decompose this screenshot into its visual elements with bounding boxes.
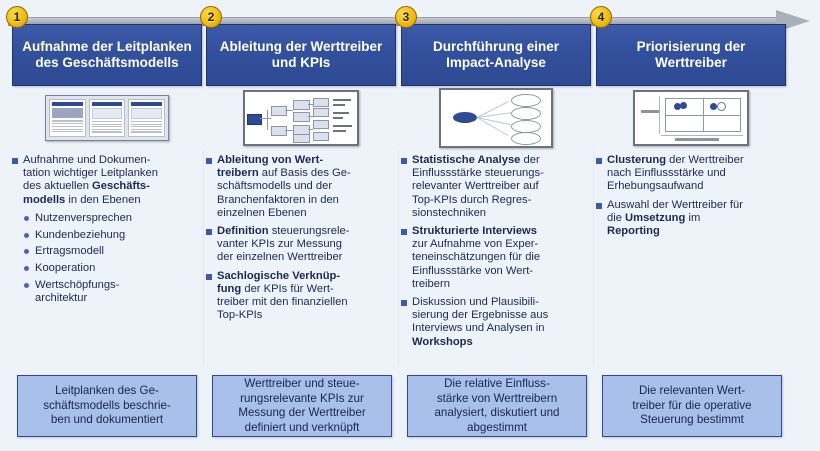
bullet-item: Diskussion und Plausibili-sierung der Er…: [401, 296, 591, 349]
bullet-square-icon: [206, 273, 212, 280]
phase-result-4[interactable]: Die relevanten Wert-treiber für die oper…: [602, 375, 782, 437]
bullet-square-icon: [12, 158, 18, 164]
sub-bullet-item: Kundenbeziehung: [24, 229, 202, 242]
matrix-portfolio-thumbnail: [633, 90, 749, 146]
thumb-card: [128, 99, 166, 137]
bullet-square-icon: [401, 229, 407, 236]
step-number-1[interactable]: 1: [6, 6, 28, 28]
phase-result-2[interactable]: Werttreiber und steue-rungsrelevante KPI…: [212, 375, 392, 437]
phase-column-1: Aufnahme der Leitplanken des Geschäftsmo…: [12, 24, 202, 309]
result-text: Leitplanken des Ge-schäftsmodells beschr…: [43, 384, 171, 427]
result-text: Die relative Einfluss-stärke von Werttre…: [434, 377, 560, 434]
hub-and-spoke-thumbnail: [439, 88, 553, 148]
sub-bullet-item: Nutzenversprechen: [24, 212, 202, 225]
phase-thumbnail-1: [12, 86, 202, 150]
bullet-item: Ableitung von Wert-treibern auf Basis de…: [206, 154, 396, 220]
bullet-square-icon: [596, 202, 602, 209]
column-divider-3: [593, 150, 594, 365]
phase-result-1[interactable]: Leitplanken des Ge-schäftsmodells beschr…: [17, 375, 197, 437]
sub-bullet-text: Ertragsmodell: [35, 245, 105, 258]
bullet-square-icon: [401, 300, 407, 307]
bullet-dot-icon: [24, 265, 29, 271]
thumb-card: [49, 99, 86, 137]
thumb-card: [88, 99, 126, 137]
bullet-text: Diskussion und Plausibili-sierung der Er…: [412, 296, 549, 348]
phase-thumbnail-4: [596, 86, 786, 150]
result-text: Werttreiber und steue-rungsrelevante KPI…: [238, 377, 366, 434]
step-number-4[interactable]: 4: [590, 6, 612, 28]
bullet-dot-icon: [24, 282, 29, 288]
tree-diagram-thumbnail: [243, 90, 359, 146]
satellite-node: [511, 94, 541, 107]
phase-thumbnail-3: [401, 86, 591, 150]
bullet-dot-icon: [24, 232, 29, 238]
bullet-text: Sachlogische Verknüp-fung der KPIs für W…: [217, 269, 348, 322]
bullet-square-icon: [401, 158, 407, 164]
step-number-3[interactable]: 3: [395, 6, 417, 28]
phase-column-4: Priorisierung der Werttreiber Cluste: [596, 24, 786, 243]
phase-column-3: Durchführung einer Impact-Analyse Statis…: [401, 24, 591, 354]
bullet-text: Aufnahme und Dokumen-tation wichtiger Le…: [23, 154, 158, 206]
step-number-2[interactable]: 2: [200, 6, 222, 28]
column-divider-2: [398, 150, 399, 365]
three-slide-cards-thumbnail: [45, 95, 169, 141]
phase-column-2: Ableitung der Werttreiber und KPIs: [206, 24, 396, 327]
phase-bullets-2: Ableitung von Wert-treibern auf Basis de…: [206, 154, 396, 322]
bullet-item: Sachlogische Verknüp-fung der KPIs für W…: [206, 270, 396, 323]
phase-bullets-1: Aufnahme und Dokumen-tation wichtiger Le…: [12, 154, 202, 305]
phase-thumbnail-2: [206, 86, 396, 150]
hub-node: [453, 112, 477, 123]
bullet-item: Aufnahme und Dokumen-tation wichtiger Le…: [12, 154, 202, 207]
sub-bullet-text: Nutzenversprechen: [35, 211, 133, 224]
bullet-dot-icon: [24, 215, 29, 221]
matrix-y-axis-label: [641, 110, 659, 113]
sub-bullet-item: Kooperation: [24, 262, 202, 275]
phase-title-2[interactable]: Ableitung der Werttreiber und KPIs: [206, 24, 396, 86]
sub-bullet-text: Kundenbeziehung: [35, 228, 126, 241]
sub-bullet-text: Wertschöpfungs-architektur: [35, 278, 120, 304]
satellite-node: [511, 132, 541, 145]
timeline-shaft: [8, 17, 778, 26]
matrix-x-axis-label: [675, 138, 719, 141]
bullet-square-icon: [206, 229, 212, 236]
bullet-sublist: Nutzenversprechen Kundenbeziehung Ertrag…: [24, 212, 202, 305]
phase-title-1[interactable]: Aufnahme der Leitplanken des Geschäftsmo…: [12, 24, 202, 86]
bullet-square-icon: [206, 158, 212, 164]
column-divider-1: [203, 150, 204, 365]
phase-title-4[interactable]: Priorisierung der Werttreiber: [596, 24, 786, 86]
bullet-item: Definition steuerungsrele-vanter KPIs zu…: [206, 225, 396, 265]
matrix-grid: [665, 98, 741, 132]
sub-bullet-text: Kooperation: [35, 261, 96, 274]
bullet-square-icon: [596, 158, 602, 164]
satellite-node: [511, 107, 541, 120]
result-text: Die relevanten Wert-treiber für die oper…: [632, 384, 752, 427]
phase-title-3[interactable]: Durchführung einer Impact-Analyse: [401, 24, 591, 86]
bullet-text: Definition steuerungsrele-vanter KPIs zu…: [217, 225, 350, 264]
bullet-dot-icon: [24, 249, 29, 255]
bullet-text: Ableitung von Wert-treibern auf Basis de…: [217, 154, 351, 219]
phase-result-3[interactable]: Die relative Einfluss-stärke von Werttre…: [407, 375, 587, 437]
sub-bullet-item: Wertschöpfungs-architektur: [24, 279, 202, 305]
sub-bullet-item: Ertragsmodell: [24, 245, 202, 258]
